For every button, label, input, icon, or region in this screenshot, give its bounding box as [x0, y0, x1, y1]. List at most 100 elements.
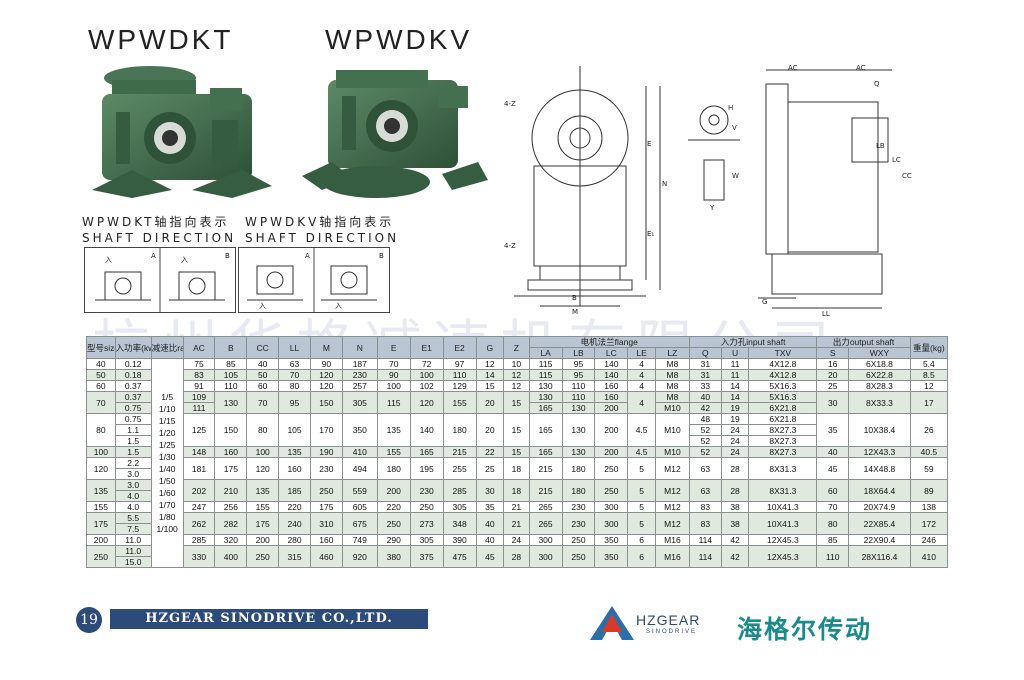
- svg-text:4-Z: 4-Z: [504, 242, 516, 250]
- input-q-cell: 63: [688, 479, 722, 502]
- dimension-cell: 4: [627, 358, 656, 370]
- svg-text:CC: CC: [902, 172, 912, 180]
- ratio-value: 1/40: [158, 464, 176, 474]
- column-header: Z: [503, 336, 530, 359]
- input-txv-cell: 8X27.3: [748, 446, 818, 458]
- dimension-cell: 185: [278, 479, 311, 502]
- shaft-direction-label-wpwdkv: WPWDKV轴指向表示 SHAFT DIRECTION: [245, 214, 399, 246]
- dimension-cell: 675: [341, 512, 378, 535]
- dimension-cell: 130: [561, 446, 596, 458]
- dimension-cell: 300: [528, 545, 563, 568]
- column-subheader: LB: [561, 347, 596, 359]
- dimension-cell: 210: [214, 479, 248, 502]
- dimension-cell: 140: [594, 358, 629, 370]
- dimension-cell: 305: [442, 501, 477, 513]
- weight-cell: 246: [909, 534, 949, 546]
- ratio-value: 1/100: [156, 524, 178, 534]
- dimension-cell: 195: [409, 457, 444, 480]
- dimension-cell: M12: [654, 457, 690, 480]
- input-q-cell: 40: [688, 391, 722, 403]
- dimension-cell: M12: [654, 479, 690, 502]
- column-subheader: S: [816, 347, 850, 359]
- size-cell: 120: [86, 457, 116, 480]
- dimension-cell: 250: [409, 501, 444, 513]
- dimension-cell: 240: [278, 512, 311, 535]
- dimension-cell: 20: [475, 413, 505, 447]
- dimension-cell: 180: [561, 457, 596, 480]
- size-cell: 155: [86, 501, 116, 513]
- svg-text:LC: LC: [892, 156, 901, 164]
- input-q-cell: 83: [688, 512, 722, 535]
- power-cell: 3.0: [114, 468, 152, 480]
- dimension-cell: 250: [376, 512, 411, 535]
- dimension-cell: 110: [442, 369, 477, 381]
- input-q-cell: 52: [688, 424, 722, 436]
- dimension-cell: 97: [442, 358, 477, 370]
- dimension-cell: 494: [341, 457, 378, 480]
- svg-text:Y: Y: [709, 204, 715, 212]
- dimension-cell: 155: [246, 501, 280, 513]
- dimension-cell: M8: [654, 358, 690, 370]
- dimension-cell: 120: [409, 391, 444, 414]
- ratio-value: 1/50: [158, 476, 176, 486]
- dimension-cell: 18: [503, 457, 530, 480]
- column-header: B: [214, 336, 248, 359]
- input-u-cell: 14: [720, 391, 750, 403]
- dimension-cell: 180: [376, 457, 411, 480]
- dimension-cell: M8: [654, 369, 690, 381]
- power-cell: 1.5: [114, 446, 152, 458]
- spec-table-header: 型号size入功率(kw)减速比ratioACBCCLLMNEE1E2GZ电机法…: [86, 336, 949, 359]
- dimension-cell: 215: [528, 457, 563, 480]
- column-subheader: LZ: [654, 347, 690, 359]
- dimension-cell: 135: [278, 446, 311, 458]
- output-wxy-cell: 6X22.8: [848, 369, 911, 381]
- dimension-cell: 273: [409, 512, 444, 535]
- svg-text:B: B: [225, 252, 230, 260]
- dimension-cell: 30: [475, 479, 505, 502]
- input-q-cell: 52: [688, 435, 722, 447]
- dimension-cell: 120: [309, 369, 343, 381]
- dimension-cell: 285: [182, 534, 216, 546]
- dimension-cell: 165: [528, 402, 563, 414]
- dimension-cell: 115: [376, 391, 411, 414]
- svg-text:E: E: [647, 140, 651, 148]
- weight-cell: 8.5: [909, 369, 949, 381]
- dimension-cell: 181: [182, 457, 216, 480]
- svg-text:A: A: [305, 252, 310, 260]
- dimension-cell: 215: [528, 479, 563, 502]
- svg-text:AC: AC: [788, 64, 798, 72]
- dimension-cell: 115: [528, 369, 563, 381]
- dimension-cell: 4: [627, 369, 656, 381]
- svg-text:G: G: [762, 298, 767, 306]
- page-number: 19: [76, 607, 102, 633]
- dimension-cell: 920: [341, 545, 378, 568]
- input-q-cell: 42: [688, 402, 722, 414]
- dimension-cell: 15: [503, 391, 530, 414]
- dimension-cell: 190: [309, 446, 343, 458]
- dimension-cell: 90: [309, 358, 343, 370]
- input-q-cell: 31: [688, 358, 722, 370]
- dimension-cell: 10: [503, 358, 530, 370]
- dimension-cell: 230: [561, 512, 596, 535]
- dimension-cell: 200: [594, 413, 629, 447]
- size-cell: 70: [86, 391, 116, 414]
- dimension-cell: 83: [182, 369, 216, 381]
- dimension-cell: 300: [528, 534, 563, 546]
- title-wpwdkv: WPWDKV: [325, 24, 473, 55]
- power-cell: 0.18: [114, 369, 152, 381]
- size-cell: 40: [86, 358, 116, 370]
- dimension-cell: 300: [594, 501, 629, 513]
- input-u-cell: 19: [720, 402, 750, 414]
- ratio-value: 1/70: [158, 500, 176, 510]
- dimension-cell: 60: [246, 380, 280, 392]
- input-q-cell: 48: [688, 413, 722, 425]
- input-u-cell: 19: [720, 413, 750, 425]
- dimension-cell: M12: [654, 501, 690, 513]
- column-subheader: TXV: [748, 347, 818, 359]
- dimension-cell: 410: [341, 446, 378, 458]
- dimension-cell: 70: [246, 391, 280, 414]
- dimension-cell: 380: [376, 545, 411, 568]
